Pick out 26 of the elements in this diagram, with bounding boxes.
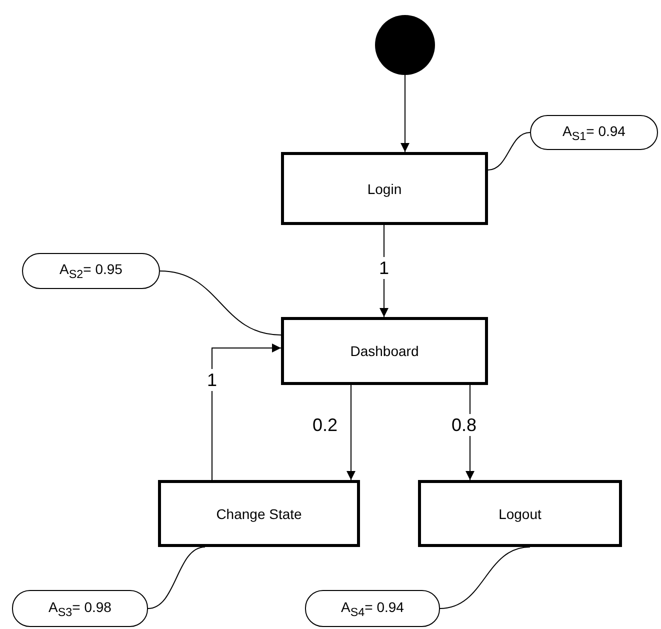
leader-line bbox=[488, 132, 530, 170]
annotation-bubble bbox=[12, 590, 148, 627]
availability-label: A$_{S2}$= 0.95 bbox=[60, 261, 122, 281]
state-label: Change State bbox=[216, 506, 302, 522]
state-box bbox=[418, 480, 622, 547]
state-box bbox=[158, 480, 360, 547]
state-box bbox=[281, 317, 488, 385]
state-label: Logout bbox=[498, 506, 542, 522]
annotation-bubble bbox=[22, 253, 160, 289]
edge-label: 1 bbox=[205, 369, 219, 391]
annotation-bubble bbox=[305, 590, 440, 627]
annotation-bubble bbox=[530, 115, 658, 150]
state-box bbox=[281, 152, 488, 225]
leader-line bbox=[148, 546, 206, 609]
availability-label: A$_{S1}$= 0.94 bbox=[562, 122, 626, 142]
arrow bbox=[212, 344, 282, 480]
availability-label: A$_{S3}$= 0.98 bbox=[48, 598, 112, 618]
leader-line bbox=[160, 270, 282, 336]
edge-label: 0.8 bbox=[449, 414, 479, 436]
edge-label: 1 bbox=[377, 257, 391, 279]
arrow bbox=[400, 74, 410, 152]
arrow bbox=[346, 384, 356, 480]
state-label: Dashboard bbox=[350, 343, 419, 359]
leader-line bbox=[440, 546, 530, 609]
state-label: Login bbox=[367, 180, 402, 196]
availability-label: A$_{S4}$= 0.94 bbox=[341, 598, 404, 618]
